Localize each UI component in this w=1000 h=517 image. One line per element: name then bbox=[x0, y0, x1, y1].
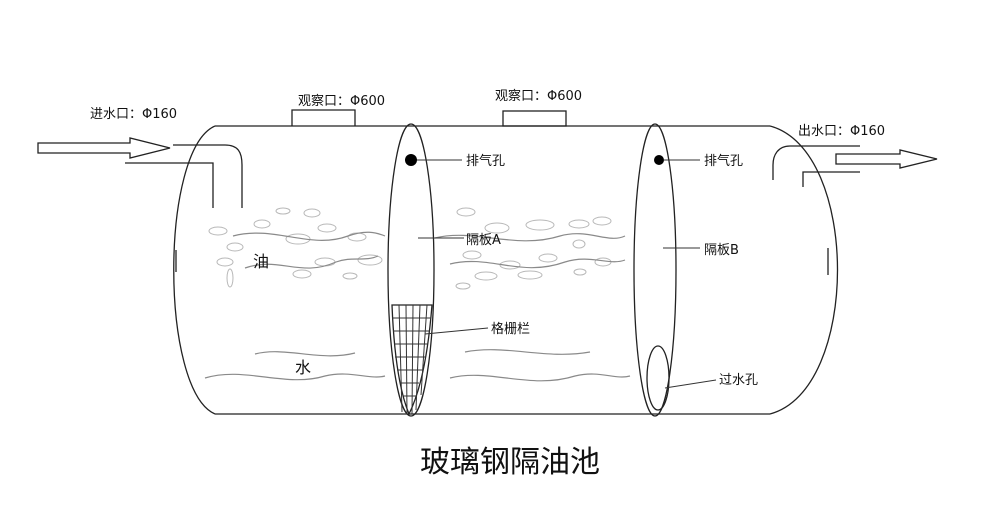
inlet-pipe bbox=[125, 144, 243, 208]
outlet-label: 出水口：Φ160 bbox=[798, 124, 885, 139]
diagram-title: 玻璃钢隔油池 bbox=[420, 445, 600, 480]
overflow-hole-label: 过水孔 bbox=[719, 373, 758, 388]
grille bbox=[391, 304, 433, 416]
outlet-pipe bbox=[772, 145, 860, 187]
filled-dot-icon bbox=[405, 154, 417, 166]
baffle-b-label: 隔板B bbox=[704, 243, 739, 258]
leader-lines bbox=[417, 159, 717, 389]
arrow-right-icon bbox=[37, 137, 171, 159]
arrow-right-icon bbox=[835, 149, 938, 169]
observation-port-1 bbox=[291, 109, 356, 126]
baffle-a-label: 隔板A bbox=[466, 233, 501, 248]
vent-hole-b-label: 排气孔 bbox=[704, 153, 743, 169]
vent-hole-a-label: 排气孔 bbox=[466, 153, 505, 169]
water-label: 水 bbox=[295, 358, 311, 377]
overflow-hole bbox=[646, 345, 670, 411]
water-waves bbox=[204, 349, 631, 382]
tank-body bbox=[173, 125, 838, 415]
grille-label: 格栅栏 bbox=[491, 321, 530, 337]
oil-streaks bbox=[232, 231, 626, 269]
observation-port-2-label: 观察口：Φ600 bbox=[495, 89, 582, 104]
oil-label: 油 bbox=[253, 252, 269, 271]
baffle-a bbox=[387, 123, 435, 417]
oil-bubbles bbox=[208, 207, 612, 290]
observation-port-1-label: 观察口：Φ600 bbox=[298, 94, 385, 109]
inlet-label: 进水口：Φ160 bbox=[90, 107, 177, 122]
observation-port-2 bbox=[502, 110, 567, 127]
baffle-b bbox=[633, 123, 677, 417]
filled-dot-icon bbox=[654, 155, 664, 165]
